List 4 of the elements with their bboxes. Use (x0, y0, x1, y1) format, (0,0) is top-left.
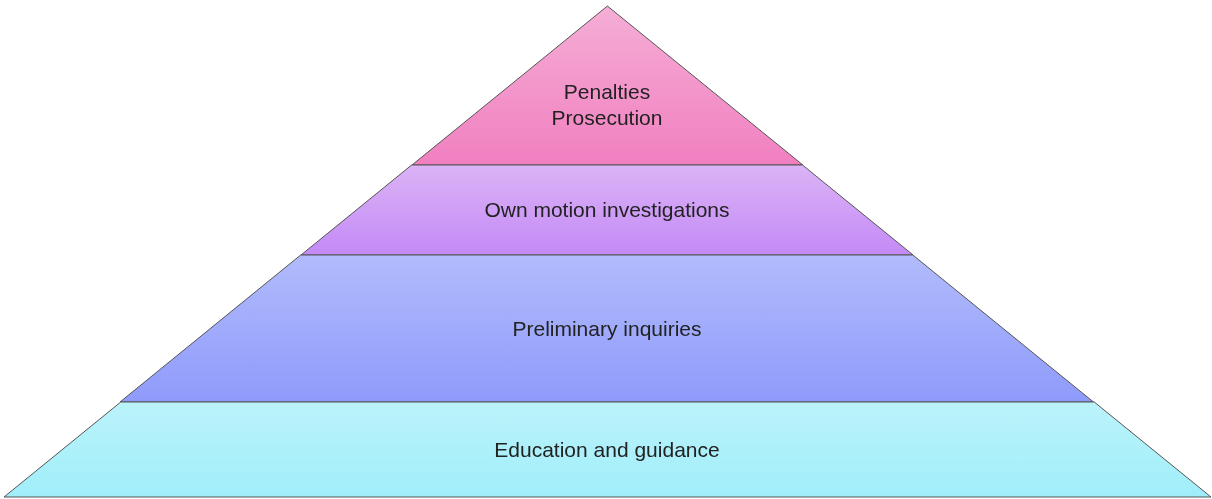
tier-label: Penalties Prosecution (550, 78, 664, 131)
tier-label: Education and guidance (493, 436, 721, 463)
tier-label: Own motion investigations (483, 197, 731, 223)
tier-label: Preliminary inquiries (511, 315, 703, 342)
